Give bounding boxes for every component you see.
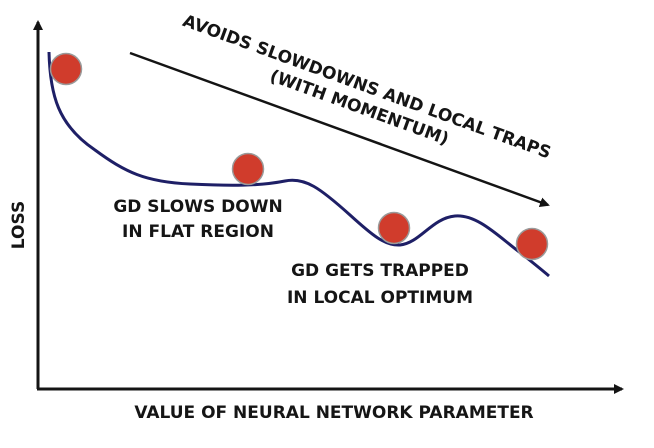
flat-region-label-line1: GD SLOWS DOWN — [113, 197, 282, 217]
y-axis-label: LOSS — [9, 201, 29, 249]
ball-descending — [515, 227, 549, 261]
local-optimum-label-line2: IN LOCAL OPTIMUM — [287, 288, 473, 308]
ball-start — [49, 52, 83, 86]
x-axis-label: VALUE OF NEURAL NETWORK PARAMETER — [134, 403, 533, 423]
local-optimum-label-line1: GD GETS TRAPPED — [291, 261, 469, 281]
ball-flat-region — [231, 152, 265, 186]
momentum-label-line1: AVOIDS SLOWDOWNS AND LOCAL TRAPS — [180, 11, 554, 163]
ball-local-optimum — [377, 211, 411, 245]
loss-curve — [47, 51, 550, 278]
flat-region-label-line2: IN FLAT REGION — [122, 222, 274, 242]
momentum-arrow — [129, 51, 550, 207]
